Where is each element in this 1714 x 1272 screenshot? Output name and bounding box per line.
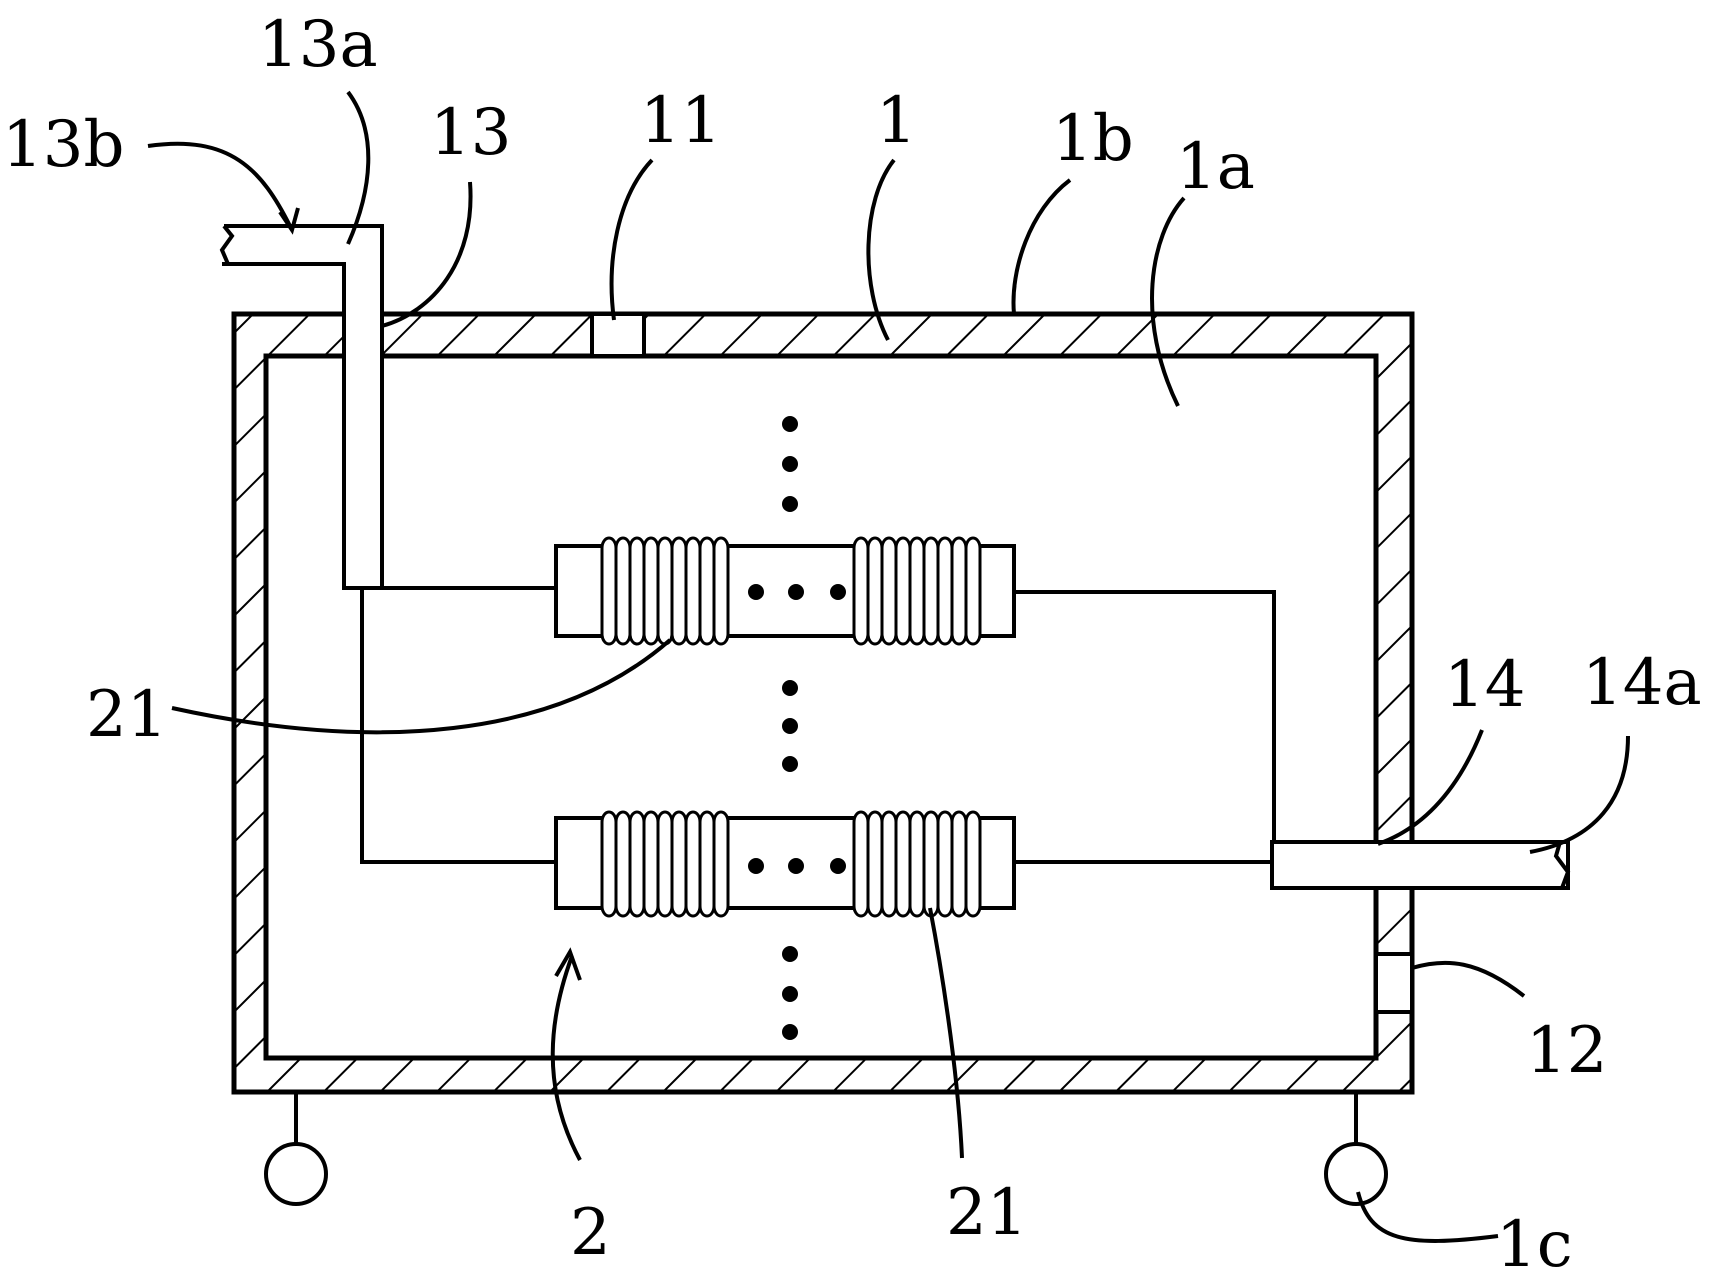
coil-winding (656, 810, 674, 918)
manifold-lines (344, 586, 1276, 864)
lower-tube-element (554, 810, 1016, 918)
leader-lines (147, 90, 1630, 1243)
coil-winding (922, 536, 940, 646)
right-foot (1324, 1092, 1388, 1206)
coil-winding (684, 810, 702, 918)
coil-winding (852, 536, 870, 646)
label-12: 12 (1526, 1014, 1607, 1088)
upper-tube-element (554, 536, 1016, 646)
label-11: 11 (640, 84, 721, 158)
label-14a: 14a (1582, 646, 1702, 720)
coil-winding (614, 810, 632, 918)
label-21-left: 21 (86, 678, 167, 752)
coil-winding (642, 810, 660, 918)
coil-winding (698, 536, 716, 646)
coil-winding (964, 536, 982, 646)
label-21-bottom: 21 (946, 1176, 1027, 1250)
top-port (590, 312, 646, 358)
coil-winding (922, 810, 940, 918)
coil-winding (684, 536, 702, 646)
label-1: 1 (876, 84, 917, 158)
labels: 13b 13a 13 11 1 1b 1a 21 14 14a 12 2 21 … (2, 8, 1702, 1272)
coil-winding (908, 810, 926, 918)
label-13a: 13a (258, 8, 378, 82)
coil-winding (866, 536, 884, 646)
coil-winding (656, 536, 674, 646)
label-14: 14 (1444, 648, 1525, 722)
coil-winding (964, 810, 982, 918)
coil-winding (614, 536, 632, 646)
label-1b: 1b (1052, 102, 1134, 176)
coil-winding (880, 810, 898, 918)
coil-winding (712, 810, 730, 918)
coil-winding (894, 810, 912, 918)
label-1a: 1a (1176, 130, 1255, 204)
coil-winding (600, 536, 618, 646)
housing-wall (231, 311, 1415, 1095)
side-port (1374, 952, 1414, 1014)
coil-winding (712, 536, 730, 646)
coil-winding (670, 810, 688, 918)
coil-winding (670, 536, 688, 646)
coil-winding (628, 536, 646, 646)
coil-winding (852, 810, 870, 918)
label-13: 13 (430, 96, 511, 170)
coil-winding (950, 810, 968, 918)
coil-winding (936, 536, 954, 646)
coil-winding (894, 536, 912, 646)
label-1c: 1c (1496, 1208, 1573, 1272)
coil-winding (698, 810, 716, 918)
coil-winding (950, 536, 968, 646)
coil-winding (880, 536, 898, 646)
coil-winding (908, 536, 926, 646)
label-13b: 13b (2, 108, 124, 182)
coil-winding (866, 810, 884, 918)
coil-winding (642, 536, 660, 646)
left-foot (264, 1092, 328, 1206)
outlet-pipe (1270, 840, 1571, 890)
coil-winding (628, 810, 646, 918)
coil-winding (936, 810, 954, 918)
vertical-ellipsis (782, 416, 798, 1040)
label-2: 2 (570, 1196, 611, 1270)
coil-winding (600, 810, 618, 918)
